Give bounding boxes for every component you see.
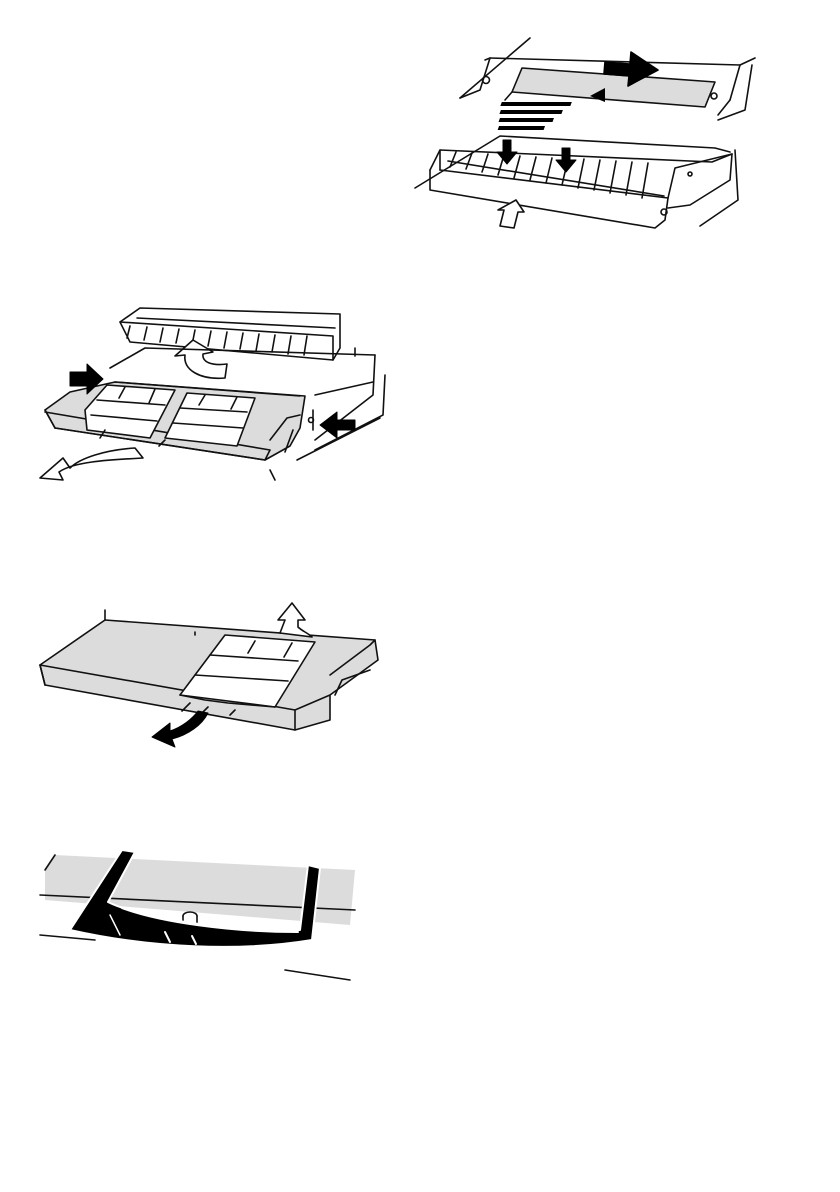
arrow-down-icon [556,148,576,172]
arrow-curved-icon [40,448,143,480]
arrow-down-icon [497,140,517,164]
arrow-curved-icon [152,711,208,747]
arrow-up-icon [278,603,312,637]
figure-filter-cassette [30,595,390,770]
figure-remove-grille-tray [15,300,395,490]
filter-cassette [40,610,378,730]
lower-hood-grille [415,136,738,228]
arrow-up-icon [498,200,524,228]
figure-clip-bracket [30,840,360,990]
figure-filter-slide-out [400,30,760,240]
filter-tray [45,382,305,460]
